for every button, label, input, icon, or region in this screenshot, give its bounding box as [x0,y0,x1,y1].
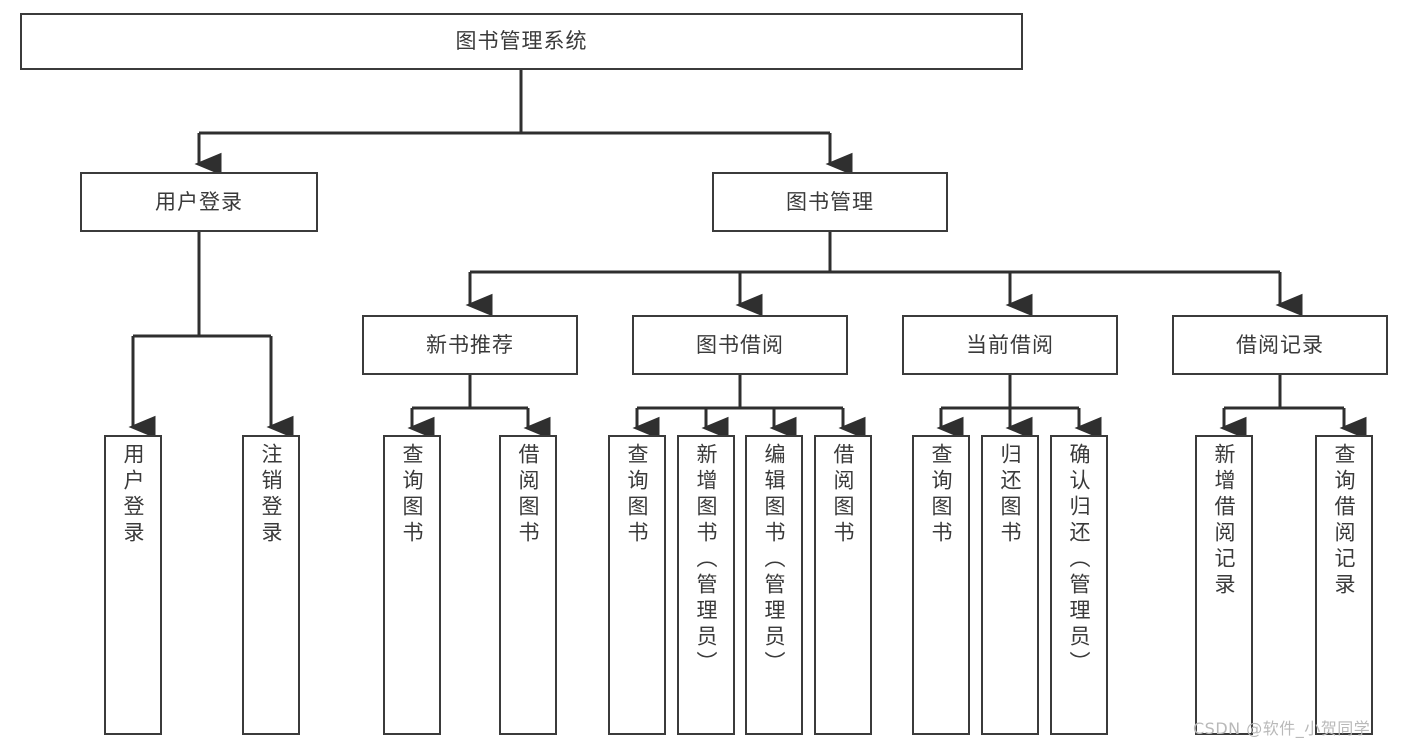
node-leaf-borrow-book-2-label: 借阅图书 [831,443,856,547]
node-leaf-edit-book-admin-label: 编辑图书（管理员） [762,443,787,677]
node-leaf-add-book-admin[interactable]: 新增图书（管理员） [677,435,735,735]
node-leaf-query-borrow-record[interactable]: 查询借阅记录 [1315,435,1373,735]
node-leaf-add-borrow-record-label: 新增借阅记录 [1212,443,1237,599]
node-leaf-confirm-return-admin-label: 确认归还（管理员） [1067,443,1092,677]
node-leaf-query-book-3-label: 查询图书 [929,443,954,547]
node-user-login-label: 用户登录 [155,189,243,214]
node-leaf-add-book-admin-label: 新增图书（管理员） [694,443,719,677]
node-leaf-edit-book-admin[interactable]: 编辑图书（管理员） [745,435,803,735]
node-root-label: 图书管理系统 [455,29,588,54]
node-user-login[interactable]: 用户登录 [80,172,318,232]
node-leaf-user-login-label: 用户登录 [121,443,146,547]
node-current-borrow-label: 当前借阅 [966,332,1054,357]
node-root[interactable]: 图书管理系统 [20,13,1023,70]
node-book-borrow-label: 图书借阅 [696,332,784,357]
node-leaf-query-book-2-label: 查询图书 [625,443,650,547]
node-leaf-query-borrow-record-label: 查询借阅记录 [1332,443,1357,599]
node-book-management[interactable]: 图书管理 [712,172,948,232]
node-new-book-recommend[interactable]: 新书推荐 [362,315,578,375]
node-leaf-query-book-2[interactable]: 查询图书 [608,435,666,735]
node-leaf-logout-login[interactable]: 注销登录 [242,435,300,735]
node-borrow-record[interactable]: 借阅记录 [1172,315,1388,375]
node-leaf-return-book-label: 归还图书 [998,443,1023,547]
node-leaf-return-book[interactable]: 归还图书 [981,435,1039,735]
node-book-borrow[interactable]: 图书借阅 [632,315,848,375]
node-leaf-borrow-book-2[interactable]: 借阅图书 [814,435,872,735]
node-leaf-query-book-3[interactable]: 查询图书 [912,435,970,735]
node-leaf-query-book-1[interactable]: 查询图书 [383,435,441,735]
node-leaf-borrow-book-1-label: 借阅图书 [516,443,541,547]
node-leaf-borrow-book-1[interactable]: 借阅图书 [499,435,557,735]
node-book-management-label: 图书管理 [786,189,874,214]
node-leaf-add-borrow-record[interactable]: 新增借阅记录 [1195,435,1253,735]
csdn-watermark: CSDN @软件_小贺同学 [1193,719,1371,738]
node-leaf-logout-login-label: 注销登录 [259,443,284,547]
node-new-book-recommend-label: 新书推荐 [426,332,514,357]
node-leaf-query-book-1-label: 查询图书 [400,443,425,547]
node-leaf-user-login[interactable]: 用户登录 [104,435,162,735]
node-current-borrow[interactable]: 当前借阅 [902,315,1118,375]
node-leaf-confirm-return-admin[interactable]: 确认归还（管理员） [1050,435,1108,735]
node-borrow-record-label: 借阅记录 [1236,332,1324,357]
